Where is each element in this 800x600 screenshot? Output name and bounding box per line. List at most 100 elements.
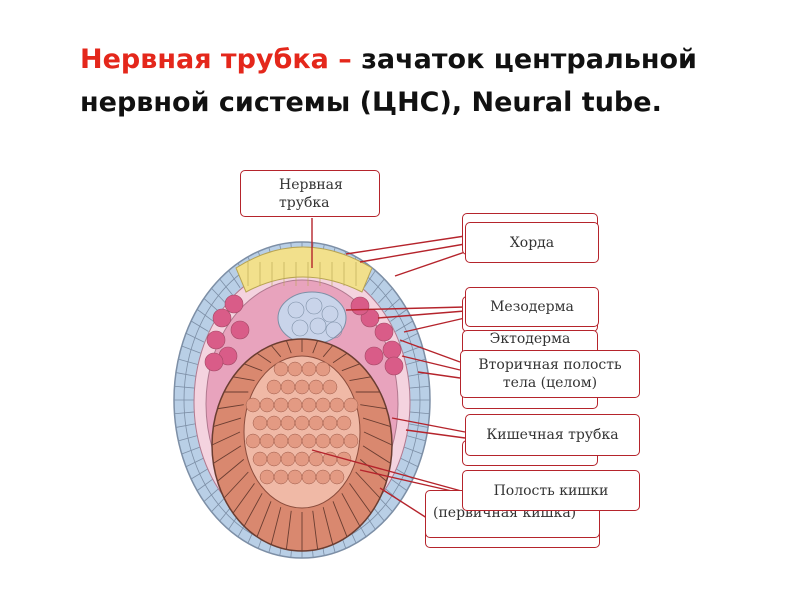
gut-yolk-cell <box>329 433 345 449</box>
label-ectoderm-text: Эктодерма <box>489 331 571 347</box>
gut-yolk-cell <box>252 415 268 431</box>
gut-yolk-cell <box>294 379 310 395</box>
gut-yolk-cell <box>273 433 289 449</box>
gut-yolk-cell <box>308 451 324 467</box>
gut-yolk-cell <box>273 469 289 485</box>
label-neural-tube-line1: Нервная <box>279 176 343 193</box>
endoderm-cell-wall <box>213 445 242 464</box>
gut-yolk-cell <box>308 415 324 431</box>
gut-yolk-cell <box>280 415 296 431</box>
label-coelom-line2: тела (целом) <box>502 375 598 391</box>
endoderm-cell-wall <box>332 352 348 364</box>
endoderm-cell-wall <box>217 459 245 482</box>
gut-yolk-cell <box>343 433 359 449</box>
mesoderm-cell <box>384 356 404 376</box>
mesoderm-cell <box>350 296 370 316</box>
endoderm-cell-wall <box>359 459 387 482</box>
gut-yolk-cell <box>273 397 289 413</box>
endoderm-cell-wall <box>243 493 263 527</box>
gut-yolk-cell <box>301 433 317 449</box>
gut-yolk-cell <box>294 451 310 467</box>
label-coelom-line1: Вторичная полость <box>478 357 622 373</box>
label-coelom: Вторичная полость тела (целом) <box>460 350 640 398</box>
label-gut-tube-text: Кишечная трубка <box>486 427 619 443</box>
endoderm-cell-wall <box>363 431 393 446</box>
gut-yolk-cell <box>329 397 345 413</box>
gut-yolk-cell <box>301 469 317 485</box>
neural-plate <box>235 246 373 293</box>
gut-yolk-cell <box>329 469 345 485</box>
endoderm-cell-wall <box>256 501 272 537</box>
label-gut-cavity: Полость кишки <box>462 470 640 511</box>
gut-yolk-cell <box>315 361 331 377</box>
endoderm-cell-wall <box>312 340 319 354</box>
gut-yolk-cell <box>301 361 317 377</box>
gut-yolk-cell <box>259 469 275 485</box>
gut-yolk-cell <box>322 379 338 395</box>
endoderm-cell-wall <box>223 471 249 499</box>
gut-yolk-cell <box>287 397 303 413</box>
endoderm-cell-wall <box>243 363 263 372</box>
title-body: зачаток центральной нервной системы (ЦНС… <box>80 44 697 118</box>
mesoderm-cell <box>230 320 250 340</box>
gut-yolk-cell <box>259 397 275 413</box>
endoderm-cell-wall <box>270 345 282 358</box>
endoderm-cell-wall <box>362 445 391 464</box>
label-mesoderm-text: Мезодерма <box>490 299 574 315</box>
gut-yolk-cell <box>245 397 261 413</box>
gut-yolk-cell <box>315 433 331 449</box>
gut-yolk-cell <box>287 469 303 485</box>
gut-yolk-cell <box>343 397 359 413</box>
notochord-cell <box>305 297 323 315</box>
gut-yolk-cell <box>266 451 282 467</box>
label-mesoderm: Мезодерма <box>465 287 599 327</box>
gut-yolk-cell <box>287 433 303 449</box>
title-latin: Neural tube. <box>471 87 662 118</box>
gut-yolk-cell <box>287 361 303 377</box>
gut-yolk-cell <box>280 379 296 395</box>
endoderm-cell-wall <box>349 483 372 514</box>
gut-yolk-cell <box>315 469 331 485</box>
endoderm-cell-wall <box>232 483 255 514</box>
gut-yolk-cell <box>301 397 317 413</box>
leader-lines <box>311 218 466 521</box>
mesoderm-cell <box>206 330 226 350</box>
mesoderm-cell <box>382 340 402 360</box>
endoderm-cell-wall <box>285 340 292 354</box>
gut-yolk-cell <box>252 451 268 467</box>
endoderm-cell-wall <box>211 431 241 446</box>
endoderm-cell-wall <box>213 417 242 428</box>
endoderm-cell-wall <box>362 417 391 428</box>
endoderm-cell-wall <box>256 352 272 364</box>
notochord-structure <box>277 291 347 345</box>
gut-cavity-region <box>243 355 361 509</box>
gut-yolk-cell <box>259 433 275 449</box>
mesoderm-cell <box>212 308 232 328</box>
label-notochord: Хорда <box>465 222 599 263</box>
gut-yolk-cell <box>308 379 324 395</box>
endoderm-cell-wall <box>322 507 334 545</box>
gut-yolk-cell <box>336 415 352 431</box>
endoderm-cell-wall <box>322 345 334 358</box>
gut-yolk-cell <box>294 415 310 431</box>
endoderm-cell-wall <box>349 376 372 382</box>
endoderm-cell-wall <box>355 471 381 499</box>
page-title: Нервная трубка – зачаток центральной нер… <box>80 38 780 124</box>
endoderm-cell-wall <box>341 363 361 372</box>
endoderm-cell-wall <box>285 510 292 550</box>
notochord-cell <box>291 319 309 337</box>
mesoderm-cell <box>374 322 394 342</box>
label-neural-tube-line2: трубка <box>279 194 330 211</box>
label-gut-cavity-text: Полость кишки <box>493 482 609 499</box>
notochord-cell <box>309 317 327 335</box>
label-gut-tube: Кишечная трубка <box>465 414 640 456</box>
endoderm-cell-wall <box>270 507 282 545</box>
endoderm-cell-wall <box>312 510 319 550</box>
mesoderm-cell <box>364 346 384 366</box>
gut-yolk-cell <box>280 451 296 467</box>
notochord-cell <box>325 321 343 339</box>
mesoderm-cell <box>224 294 244 314</box>
label-ectoderm: Эктодерма <box>462 326 598 352</box>
title-highlight: Нервная трубка – <box>80 44 352 75</box>
